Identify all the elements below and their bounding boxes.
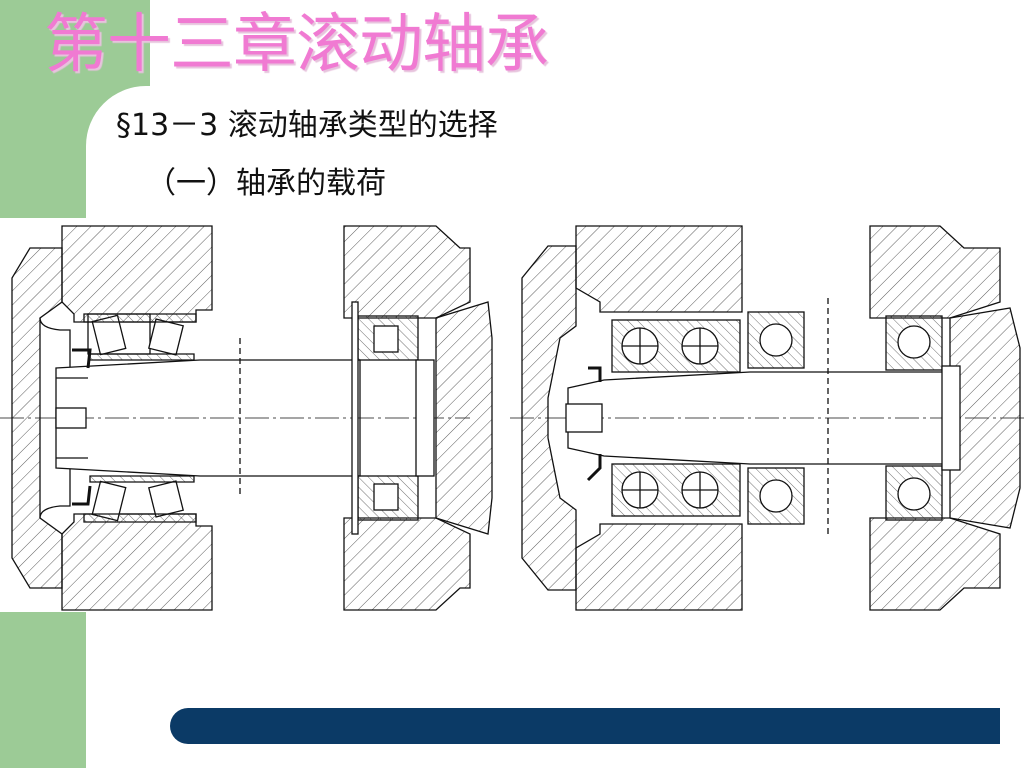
tapered-roller-bearing-figure <box>0 225 493 611</box>
green-accent-bottom <box>0 612 86 768</box>
section-heading: §13－3 滚动轴承类型的选择 <box>116 108 498 143</box>
bearing-drawings <box>0 225 1024 611</box>
chapter-title: 第十三章滚动轴承 <box>44 8 549 82</box>
ball-bearing-figure <box>510 225 1024 611</box>
footer-bar <box>170 708 1000 744</box>
subsection-heading: （一）轴承的载荷 <box>146 166 386 201</box>
